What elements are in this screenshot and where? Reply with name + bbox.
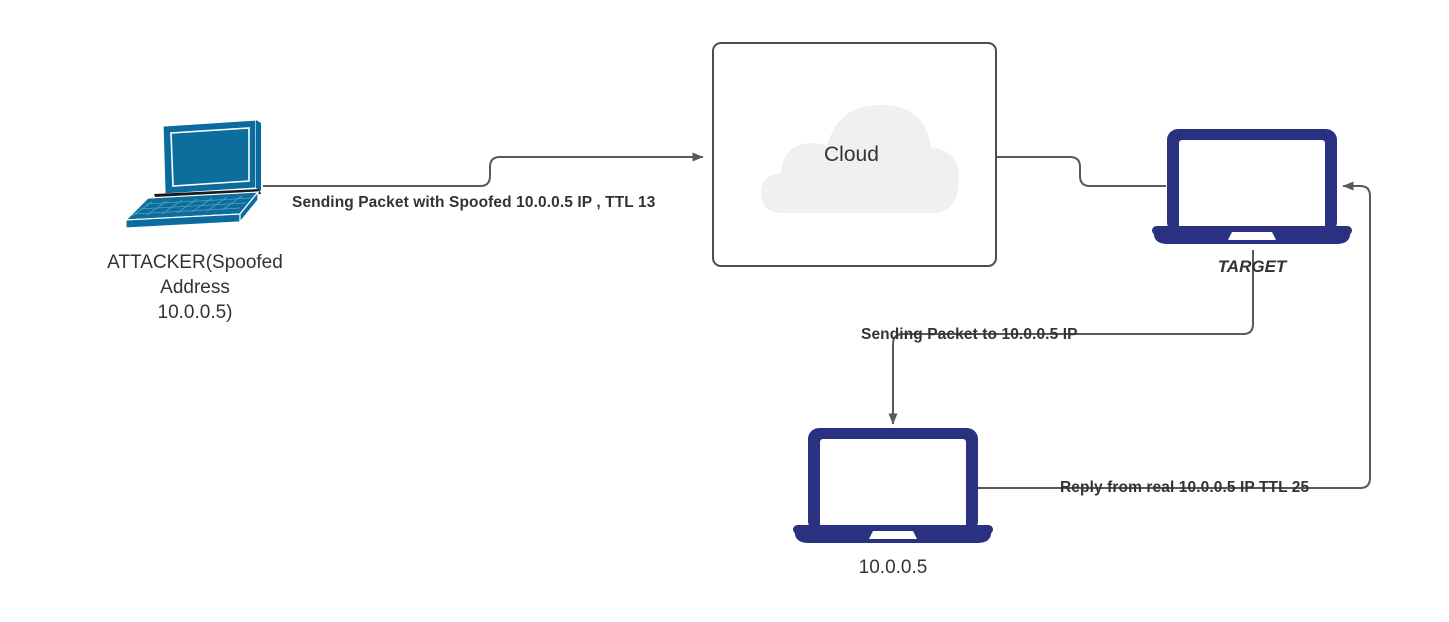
edge-target-to-victim <box>888 250 1254 425</box>
node-target[interactable] <box>1152 126 1352 248</box>
node-victim[interactable] <box>793 425 993 547</box>
target-label: TARGET <box>1217 257 1287 276</box>
laptop-front-icon <box>793 428 993 543</box>
edge-label-attacker-to-cloud: Sending Packet with Spoofed 10.0.0.5 IP … <box>292 194 656 211</box>
node-attacker[interactable] <box>108 118 273 229</box>
cloud-icon <box>761 105 959 213</box>
attacker-label: ATTACKER(Spoofed Address 10.0.0.5) <box>107 252 283 323</box>
victim-label: 10.0.0.5 <box>858 557 928 578</box>
edge-label-target-to-victim: Sending Packet to 10.0.0.5 IP <box>861 326 1078 343</box>
edge-victim-to-target <box>975 181 1371 489</box>
cloud-label: Cloud <box>824 143 879 166</box>
laptop-front-icon <box>1152 129 1352 244</box>
laptop-isometric-icon <box>124 119 261 229</box>
edge-attacker-to-cloud <box>263 152 704 187</box>
edge-cloud-to-target <box>996 156 1166 187</box>
node-cloud[interactable] <box>755 95 965 220</box>
edge-label-victim-to-target: Reply from real 10.0.0.5 IP TTL 25 <box>1060 479 1310 496</box>
